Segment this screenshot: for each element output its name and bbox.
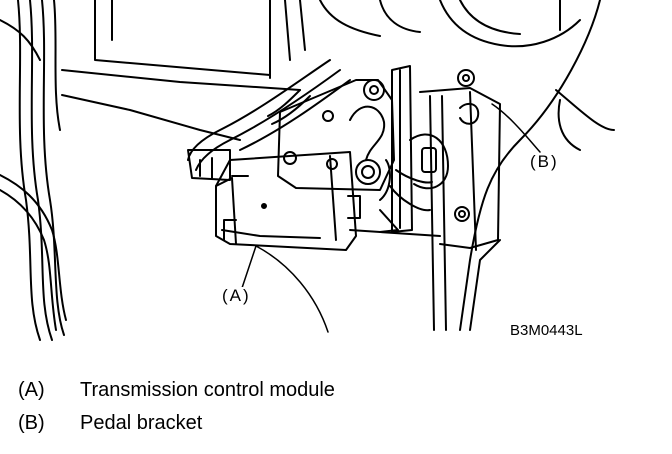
callout-a: (A) [222, 286, 251, 305]
legend-key-a: (A) [18, 379, 45, 401]
dashboard-frame [61, 0, 581, 141]
figure-code: B3M0443L [510, 322, 583, 339]
pedal-bracket [349, 69, 501, 331]
right-panel [459, 0, 615, 331]
legend-text-a: Transmission control module [80, 379, 335, 401]
left-wiring-harness [0, 0, 67, 341]
transmission-control-module [215, 151, 361, 251]
leader-lines [241, 103, 541, 333]
legend-item-b: (B) Pedal bracket [18, 413, 202, 433]
legend-item-a: (A) Transmission control module [18, 380, 335, 400]
legend-key-b: (B) [18, 412, 45, 434]
callout-b: (B) [530, 152, 559, 171]
mounting-bracket [277, 65, 413, 233]
legend-text-b: Pedal bracket [80, 412, 203, 434]
